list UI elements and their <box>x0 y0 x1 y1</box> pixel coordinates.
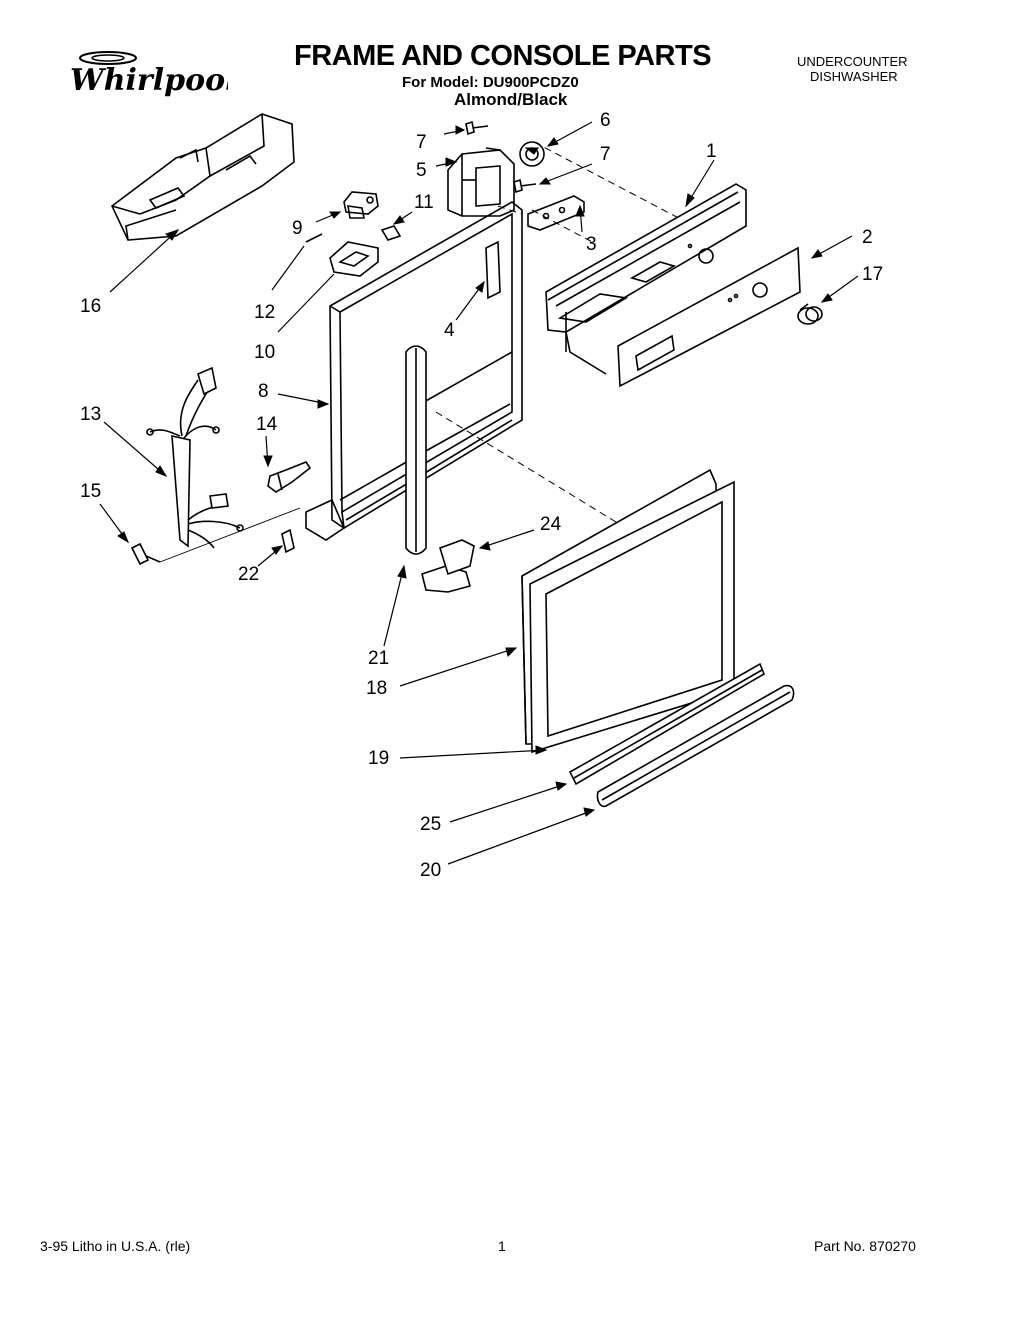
callout-6: 6 <box>600 110 611 131</box>
callout-12: 12 <box>254 302 275 323</box>
part-5-timer <box>447 147 515 217</box>
part-3-mounting-bracket <box>527 195 585 231</box>
callout-17: 17 <box>862 264 883 285</box>
leader-10 <box>277 273 335 333</box>
callout-7-lower: 7 <box>600 144 611 165</box>
leader-13 <box>103 421 167 477</box>
part-6-knob-cam <box>519 141 545 167</box>
footer-litho-note: 3-95 Litho in U.S.A. (rle) <box>40 1238 191 1254</box>
callout-15: 15 <box>80 481 101 502</box>
part-9-switch <box>343 191 379 219</box>
callout-16: 16 <box>80 296 101 317</box>
callout-2: 2 <box>862 227 873 248</box>
callout-14: 14 <box>256 414 278 435</box>
callout-8: 8 <box>258 381 269 402</box>
part-19-front-panel <box>529 480 735 754</box>
callout-3: 3 <box>586 234 597 255</box>
page-title: FRAME AND CONSOLE PARTS <box>294 40 712 72</box>
part-7-screw-lower <box>513 178 537 194</box>
leader-18 <box>399 647 517 687</box>
part-25-bottom-channel <box>568 662 765 786</box>
callout-22: 22 <box>238 564 259 585</box>
leader-20 <box>447 809 595 865</box>
callout-25: 25 <box>420 814 441 835</box>
callout-4: 4 <box>444 320 455 341</box>
leader-16 <box>109 229 179 293</box>
product-type-line-1: UNDERCOUNTER <box>797 54 908 69</box>
color-line: Almond/Black <box>454 90 568 109</box>
part-10-bracket <box>329 241 379 277</box>
part-22-clip <box>281 528 295 554</box>
part-17-knob <box>797 303 823 325</box>
callout-13: 13 <box>80 404 101 425</box>
brand-wordmark: Whirlpool <box>70 63 228 98</box>
whirlpool-logo: Whirlpool <box>70 51 228 98</box>
callout-11: 11 <box>414 192 434 213</box>
part-7-screw-upper <box>465 120 489 136</box>
callout-5: 5 <box>416 160 427 181</box>
part-15-screw <box>130 542 161 566</box>
callout-1: 1 <box>706 141 717 162</box>
leader-21 <box>383 565 405 647</box>
callout-24: 24 <box>540 514 562 535</box>
product-type-line-2: DISHWASHER <box>810 69 898 84</box>
footer-page-number: 1 <box>498 1238 506 1254</box>
leader-19 <box>399 749 547 759</box>
callout-21: 21 <box>368 648 389 669</box>
leader-12 <box>271 245 305 291</box>
part-20-bottom-trim <box>596 684 795 808</box>
callout-19: 19 <box>368 748 389 769</box>
part-11-connector <box>380 225 402 241</box>
callout-20: 20 <box>420 860 441 881</box>
part-21-side-trim <box>405 345 427 555</box>
leader-7-lower <box>539 163 593 185</box>
part-16-housing-cover <box>110 113 295 241</box>
callout-7-upper: 7 <box>416 132 427 153</box>
callout-10: 10 <box>254 342 275 363</box>
part-1-console <box>545 183 747 375</box>
part-13-wire-harness <box>146 366 244 549</box>
callout-18: 18 <box>366 678 387 699</box>
part-2-control-panel <box>617 246 801 388</box>
part-12-pin <box>305 233 323 243</box>
part-14-sensor <box>267 461 312 493</box>
model-line: For Model: DU900PCDZ0 <box>402 74 579 91</box>
leader-25 <box>449 783 567 823</box>
footer-part-number: Part No. 870270 <box>814 1238 916 1254</box>
callout-9: 9 <box>292 218 303 239</box>
part-24-hinge-clip <box>421 539 475 593</box>
